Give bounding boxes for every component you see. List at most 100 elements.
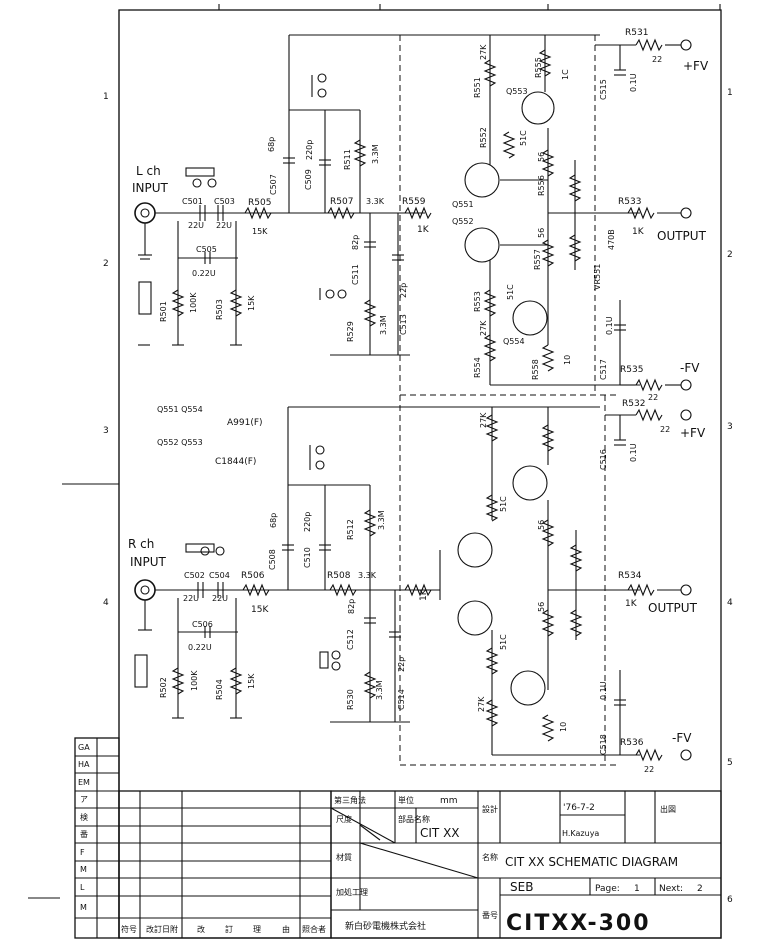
history-col-label: 照合者 <box>302 924 326 934</box>
part-label: Q554 <box>503 337 525 346</box>
next-label: Next: <box>659 884 683 894</box>
part-label: R508 <box>327 571 351 581</box>
part-label: 1C <box>561 69 570 80</box>
supply-terminal <box>680 379 692 391</box>
part-label: 10 <box>563 355 572 365</box>
part-label: R512 <box>346 519 355 540</box>
history-col-label: 理 <box>253 925 261 934</box>
part-label: C511 <box>351 264 360 285</box>
history-col-label: 由 <box>282 924 290 934</box>
supply-label-plus: +FV <box>683 59 709 73</box>
part-label: 56 <box>537 602 546 612</box>
revision-table: GA HA EM ア 検 番 F M L M <box>74 737 120 939</box>
part-label: 22U <box>188 221 204 230</box>
transistor-symbol <box>464 162 500 198</box>
scale-label: 尺度 <box>336 814 352 824</box>
part-label: C516 <box>599 449 608 470</box>
part-label: 15K <box>252 227 268 236</box>
part-label: Q551 <box>452 200 474 209</box>
part-label: 68p <box>269 513 278 528</box>
part-label: 15K <box>251 605 269 615</box>
transistor-symbol <box>510 670 546 706</box>
left-input-label2: INPUT <box>132 181 169 195</box>
input-jack-right <box>134 579 156 601</box>
company-name: 新白砂電機株式会社 <box>345 920 426 932</box>
note-part: C1844(F) <box>215 457 256 467</box>
row-number-left: 2 <box>103 259 109 269</box>
part-label: 0.1U <box>629 73 638 92</box>
part-label: 3.3M <box>377 510 386 530</box>
seb-label: SEB <box>510 880 533 894</box>
part-label: 0.1U <box>599 681 608 700</box>
part-label: R505 <box>248 198 271 208</box>
part-label: 56 <box>537 152 546 162</box>
part-label: 68p <box>267 137 276 152</box>
part-label: C508 <box>268 549 277 570</box>
part-label: C513 <box>399 314 408 335</box>
supply-label-plus: +FV <box>680 426 706 440</box>
part-label: R530 <box>346 689 355 710</box>
part-label: 56 <box>537 228 546 238</box>
revision-row-label: F <box>80 848 85 857</box>
part-label: 22U <box>212 594 228 603</box>
part-label: 22U <box>183 594 199 603</box>
part-label: R507 <box>330 197 353 207</box>
page-value: 1 <box>634 884 640 894</box>
part-label: R502 <box>159 677 168 698</box>
row-number-left: 3 <box>103 426 109 436</box>
transistor-symbol <box>512 465 548 501</box>
part-label: R553 <box>473 291 482 312</box>
drawing-number: CITXX-300 <box>506 911 651 936</box>
part-label: R506 <box>241 571 265 581</box>
part-label: 82p <box>347 599 356 614</box>
part-label: R554 <box>473 357 482 378</box>
page-label: Page: <box>595 884 620 894</box>
supply-terminal <box>680 749 692 761</box>
part-label: R533 <box>618 197 641 207</box>
part-label: R531 <box>625 28 648 38</box>
unit-value: mm <box>440 796 458 806</box>
part-label: 0.22U <box>192 269 216 278</box>
part-label: 27K <box>479 44 488 60</box>
part-label: 27K <box>479 320 488 336</box>
part-label: 100K <box>189 292 198 313</box>
part-label: R532 <box>622 399 645 409</box>
revision-row-label: ア <box>80 795 88 804</box>
note-part: A991(F) <box>227 418 263 428</box>
title-label: 名称 <box>482 852 498 862</box>
finish-label: 加処工理 <box>336 887 368 897</box>
left-input-label: L ch <box>136 164 161 178</box>
left-channel-circuit: L ch INPUT C501 C503 22U 22U R505 15K C5… <box>132 28 709 402</box>
output-label: OUTPUT <box>648 601 698 615</box>
part-label: Q552 <box>452 217 474 226</box>
revision-row-label: GA <box>78 743 90 752</box>
part-label: R559 <box>402 197 426 207</box>
drawing-frame <box>28 4 722 939</box>
part-label: 0.22U <box>188 643 212 652</box>
history-col-label: 改訂日附 <box>146 924 178 934</box>
part-label: R501 <box>159 301 168 322</box>
part-label: C505 <box>196 245 217 254</box>
transistor-symbol <box>457 600 493 636</box>
part-label: C509 <box>304 169 313 190</box>
supply-terminal <box>680 39 692 51</box>
right-channel-circuit: R ch INPUT C502 C504 22U 22U R506 15K C5… <box>128 394 706 774</box>
part-label: Q553 <box>506 87 528 96</box>
row-number-right: 5 <box>727 758 733 768</box>
input-jack-left <box>134 202 156 224</box>
revision-row-label: 検 <box>80 812 88 822</box>
transistor-symbol <box>512 300 548 336</box>
part-label: 15K <box>247 295 256 311</box>
part-label: 100K <box>190 670 199 691</box>
part-label: 1K <box>417 225 430 235</box>
next-value: 2 <box>697 884 703 894</box>
row-number-right: 6 <box>727 895 733 905</box>
part-label: R555 <box>534 57 543 78</box>
row-numbers-right: 1 2 3 4 5 6 <box>727 88 733 905</box>
supply-terminal <box>680 409 692 421</box>
part-label: 22 <box>648 393 658 402</box>
part-label: 51C <box>506 284 515 300</box>
part-label: 0.1U <box>605 316 614 335</box>
title-block: 符号 改訂日附 改 訂 理 由 照合者 第三角法 単位 mm 尺度 部品名称 <box>118 790 722 939</box>
transistor-symbol <box>457 532 493 568</box>
